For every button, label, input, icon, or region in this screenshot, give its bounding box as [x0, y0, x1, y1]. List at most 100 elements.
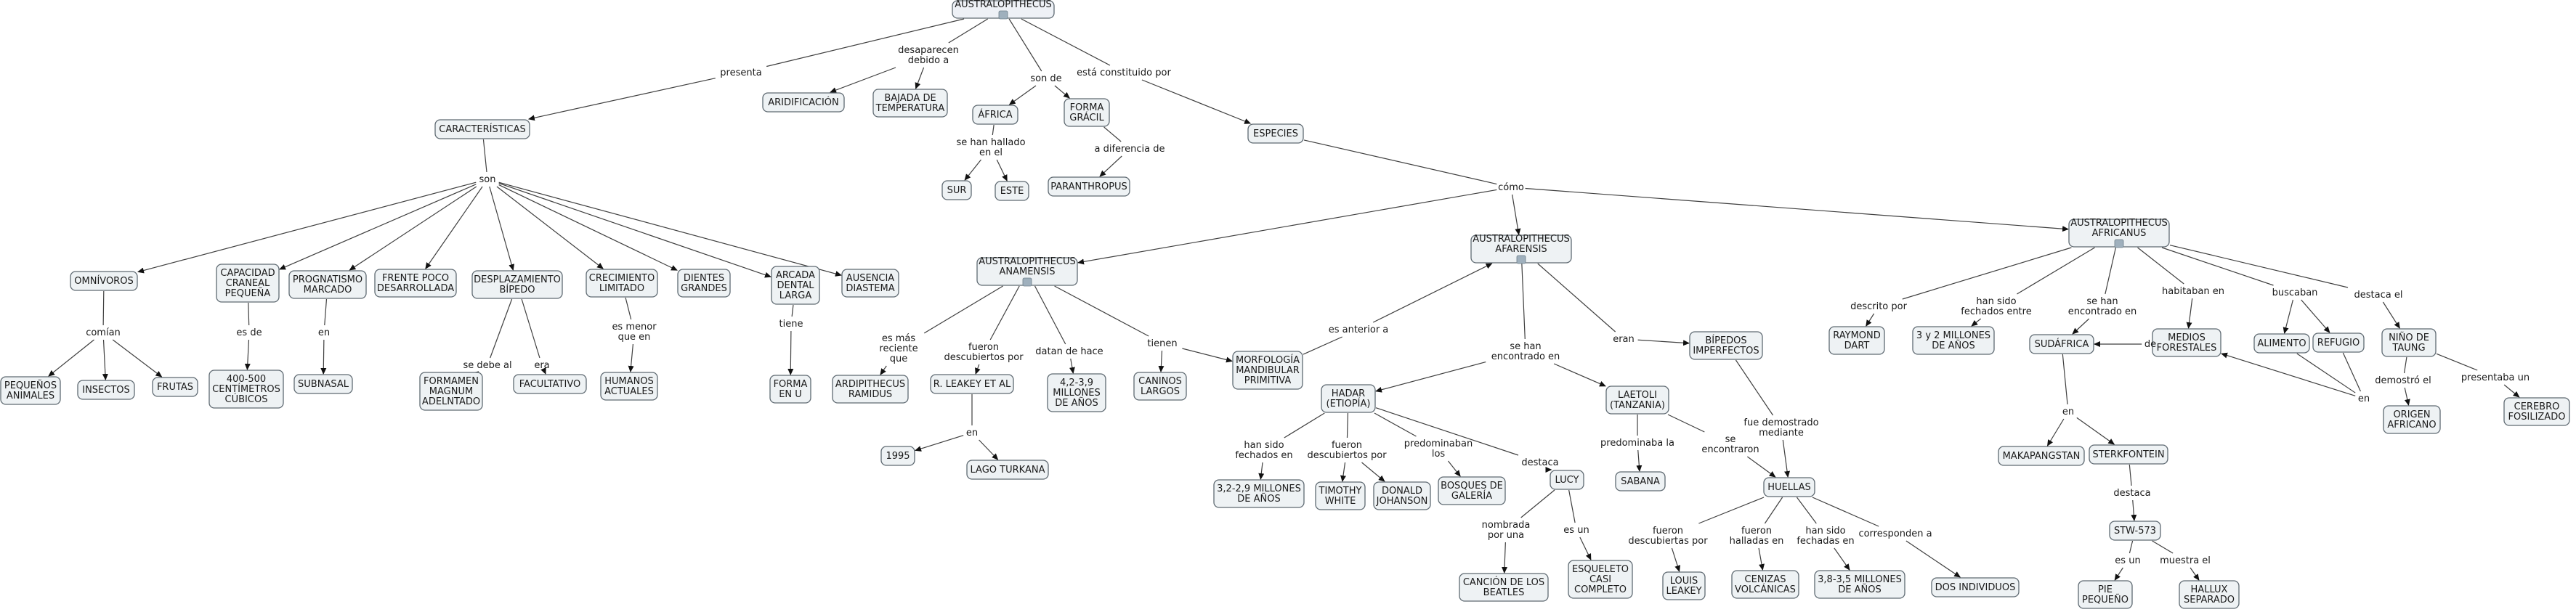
node-box: [880, 446, 915, 466]
node-alimento[interactable]: ALIMENTO: [2253, 333, 2310, 354]
link-label-line: muestra el: [2160, 555, 2211, 566]
node-text-line: LARGOS: [1141, 386, 1180, 397]
node-caracteristicas[interactable]: CARACTERÍSTICAS: [434, 119, 530, 139]
node-paranthropus[interactable]: PARANTHROPUS: [1048, 176, 1130, 197]
node-sudafrica[interactable]: SUDÁFRICA: [2029, 334, 2094, 354]
node-text-line: TAUNG: [2391, 343, 2425, 354]
node-hadar[interactable]: HADAR(ETIOPÍA): [1321, 384, 1376, 413]
node-makapangstan[interactable]: MAKAPANGSTAN: [1998, 446, 2085, 466]
node-refugio[interactable]: REFUGIO: [2312, 332, 2365, 353]
node-huellas[interactable]: HUELLAS: [1763, 477, 1815, 497]
node-box: [769, 375, 811, 404]
attachment-icon[interactable]: [2114, 239, 2124, 248]
node-sabana[interactable]: SABANA: [1615, 471, 1666, 491]
node-sur[interactable]: SUR: [941, 180, 972, 200]
attachment-icon[interactable]: [1022, 277, 1032, 287]
node-leakey-et-al[interactable]: R. LEAKEY ET AL: [930, 374, 1014, 394]
node-sterkfontein[interactable]: STERKFONTEIN: [2089, 444, 2168, 465]
link-label-line: es de: [236, 327, 262, 338]
node-box: [995, 181, 1029, 201]
node-este[interactable]: ESTE: [995, 181, 1029, 201]
connector-line: [766, 18, 965, 68]
link-label-line: es anterior a: [1329, 325, 1389, 335]
node-subnasal[interactable]: SUBNASAL: [293, 374, 353, 394]
node-box: [1459, 573, 1549, 602]
attachment-icon[interactable]: [998, 10, 1008, 20]
node-stw[interactable]: STW-573: [2109, 521, 2161, 541]
node-omnivoros[interactable]: OMNÍVOROS: [70, 271, 138, 291]
node-box: [2253, 333, 2310, 354]
node-box: [1931, 577, 2020, 597]
node-aridificacion[interactable]: ARIDIFICACIÓN: [762, 92, 845, 113]
node-text-line: FRUTAS: [157, 382, 193, 393]
node-text-line: EN U: [779, 389, 802, 400]
node-frutas[interactable]: FRUTAS: [152, 377, 198, 397]
node-laetoli[interactable]: LAETOLI(TANZANIA): [1605, 385, 1669, 415]
node-y1995[interactable]: 1995: [880, 446, 915, 466]
node-box: [70, 271, 138, 291]
node-lucy[interactable]: LUCY: [1550, 470, 1584, 490]
node-box: [972, 105, 1018, 125]
node-africa[interactable]: ÁFRICA: [972, 105, 1018, 125]
connector-line: [540, 367, 546, 375]
node-facultativo[interactable]: FACULTATIVO: [513, 374, 587, 394]
attachment-icon[interactable]: [1516, 255, 1526, 264]
node-text-line: MEDIOS: [2168, 332, 2206, 343]
link-label-line: fueron: [968, 342, 999, 353]
node-insectos[interactable]: INSECTOS: [77, 380, 135, 400]
node-box: [293, 374, 353, 394]
node-dos[interactable]: DOS INDIVIDUOS: [1931, 577, 2020, 597]
node-box: [1828, 326, 1885, 355]
link-label-line: se han: [1510, 341, 1541, 352]
node-turkana[interactable]: LAGO TURKANA: [966, 460, 1049, 480]
link-label-tiene: tiene: [779, 319, 803, 330]
node-root[interactable]: AUSTRALOPITHECUS: [952, 0, 1055, 20]
link-label-datan: datan de hace: [1035, 346, 1103, 357]
link-label-line: en: [2358, 393, 2370, 404]
node-especies[interactable]: ESPECIES: [1247, 123, 1304, 144]
link-label-line: predominaban: [1404, 438, 1473, 449]
